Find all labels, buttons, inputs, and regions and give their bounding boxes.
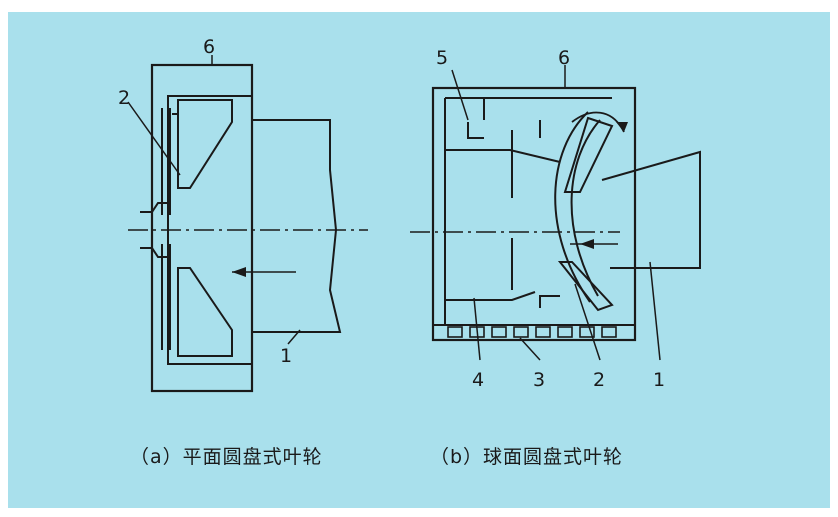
airflow-arrow-a (232, 267, 246, 277)
lower-blade-b (557, 261, 614, 312)
caption-a: （a）平面圆盘式叶轮 (130, 446, 323, 468)
label-5-b: 5 (436, 47, 448, 69)
airflow-arrow-b (580, 239, 594, 249)
spherical-disc-inner (570, 119, 601, 297)
upper-blade-b (563, 116, 614, 193)
upper-guide-b (445, 149, 561, 163)
label-3-b: 3 (533, 369, 545, 391)
motor-b (601, 150, 701, 269)
caption-b: （b）球面圆盘式叶轮 (430, 446, 624, 468)
hub-upper (140, 202, 170, 213)
lower-guide-b (445, 291, 536, 301)
housing-b (431, 86, 637, 342)
spherical-disc-outer (554, 111, 591, 303)
leader-2-a (127, 101, 181, 176)
figure-b (410, 65, 701, 361)
upper-blade-a (177, 99, 233, 189)
label-2-b: 2 (593, 369, 605, 391)
label-1-b: 1 (653, 369, 665, 391)
label-2-a: 2 (118, 87, 130, 109)
label-6-b: 6 (558, 47, 570, 69)
diagram-panel (8, 12, 830, 508)
hub-lower (140, 247, 170, 258)
label-6-a: 6 (203, 36, 215, 58)
figure-a (127, 55, 368, 393)
label-1-a: 1 (280, 345, 292, 367)
motor-a (252, 119, 342, 333)
lower-blade-a (177, 267, 233, 357)
label-4-b: 4 (472, 369, 484, 391)
